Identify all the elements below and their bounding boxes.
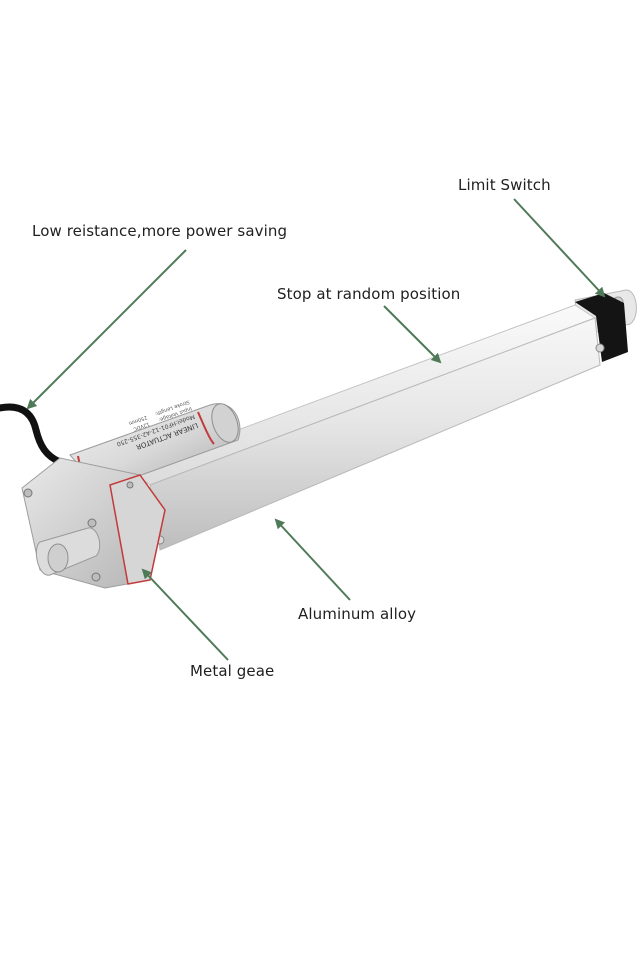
limit-switch-label: Limit Switch [458, 176, 551, 194]
gear-housing [21, 457, 166, 589]
motor-label-line4: 12VDC [132, 420, 151, 432]
limit-switch-arrow [513, 198, 606, 298]
aluminum-alloy-label: Aluminum alloy [298, 605, 417, 623]
metal-gear-label: Metal geae [190, 662, 275, 680]
aluminum-tube [128, 293, 628, 551]
low-resistance-label: Low reistance,more power saving [32, 222, 288, 240]
stop-position-label: Stop at random position [277, 285, 461, 303]
aluminum-arrow [274, 518, 351, 601]
power-cable [0, 403, 64, 466]
low-resistance-arrow [26, 249, 187, 410]
stop-position-arrow [383, 305, 442, 364]
metal-gear-arrow [141, 568, 229, 661]
limit-switch-collar [575, 293, 628, 362]
